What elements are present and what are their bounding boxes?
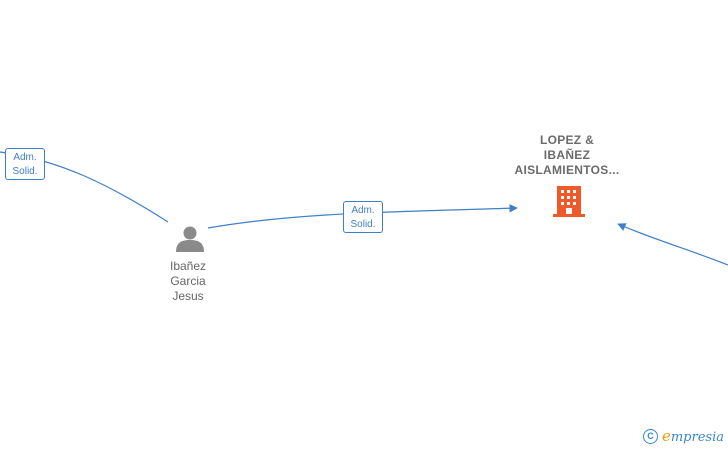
- person-label[interactable]: Ibañez Garcia Jesus: [148, 259, 228, 304]
- edge-label-line1: Adm.: [13, 152, 37, 163]
- person-icon[interactable]: [176, 226, 204, 253]
- building-icon[interactable]: [553, 186, 585, 217]
- company-label[interactable]: LOPEZ & IBAÑEZ AISLAMIENTOS...: [507, 133, 627, 178]
- person-name-line3: Jesus: [172, 289, 204, 303]
- brand-rest: mpresia: [670, 430, 724, 445]
- copyright-icon: C: [642, 428, 658, 444]
- brand-logo[interactable]: empresia: [662, 427, 724, 445]
- person-name-line1: Ibañez: [169, 259, 207, 273]
- edge-label-left: Adm. Solid.: [5, 148, 45, 180]
- brand-initial: e: [661, 427, 671, 445]
- company-name-line1: LOPEZ &: [539, 133, 595, 147]
- footer-brand: C empresia: [642, 427, 724, 445]
- edge-label-line2: Solid.: [350, 219, 376, 230]
- company-name-line2: IBAÑEZ: [543, 148, 591, 162]
- company-name-line3: AISLAMIENTOS...: [514, 163, 620, 177]
- edge-label-line1: Adm.: [351, 205, 375, 216]
- edge-label-center: Adm. Solid.: [343, 201, 383, 233]
- edge-right-to-company: [617, 223, 728, 266]
- edge-label-line2: Solid.: [12, 166, 38, 177]
- person-name-line2: Garcia: [170, 274, 206, 288]
